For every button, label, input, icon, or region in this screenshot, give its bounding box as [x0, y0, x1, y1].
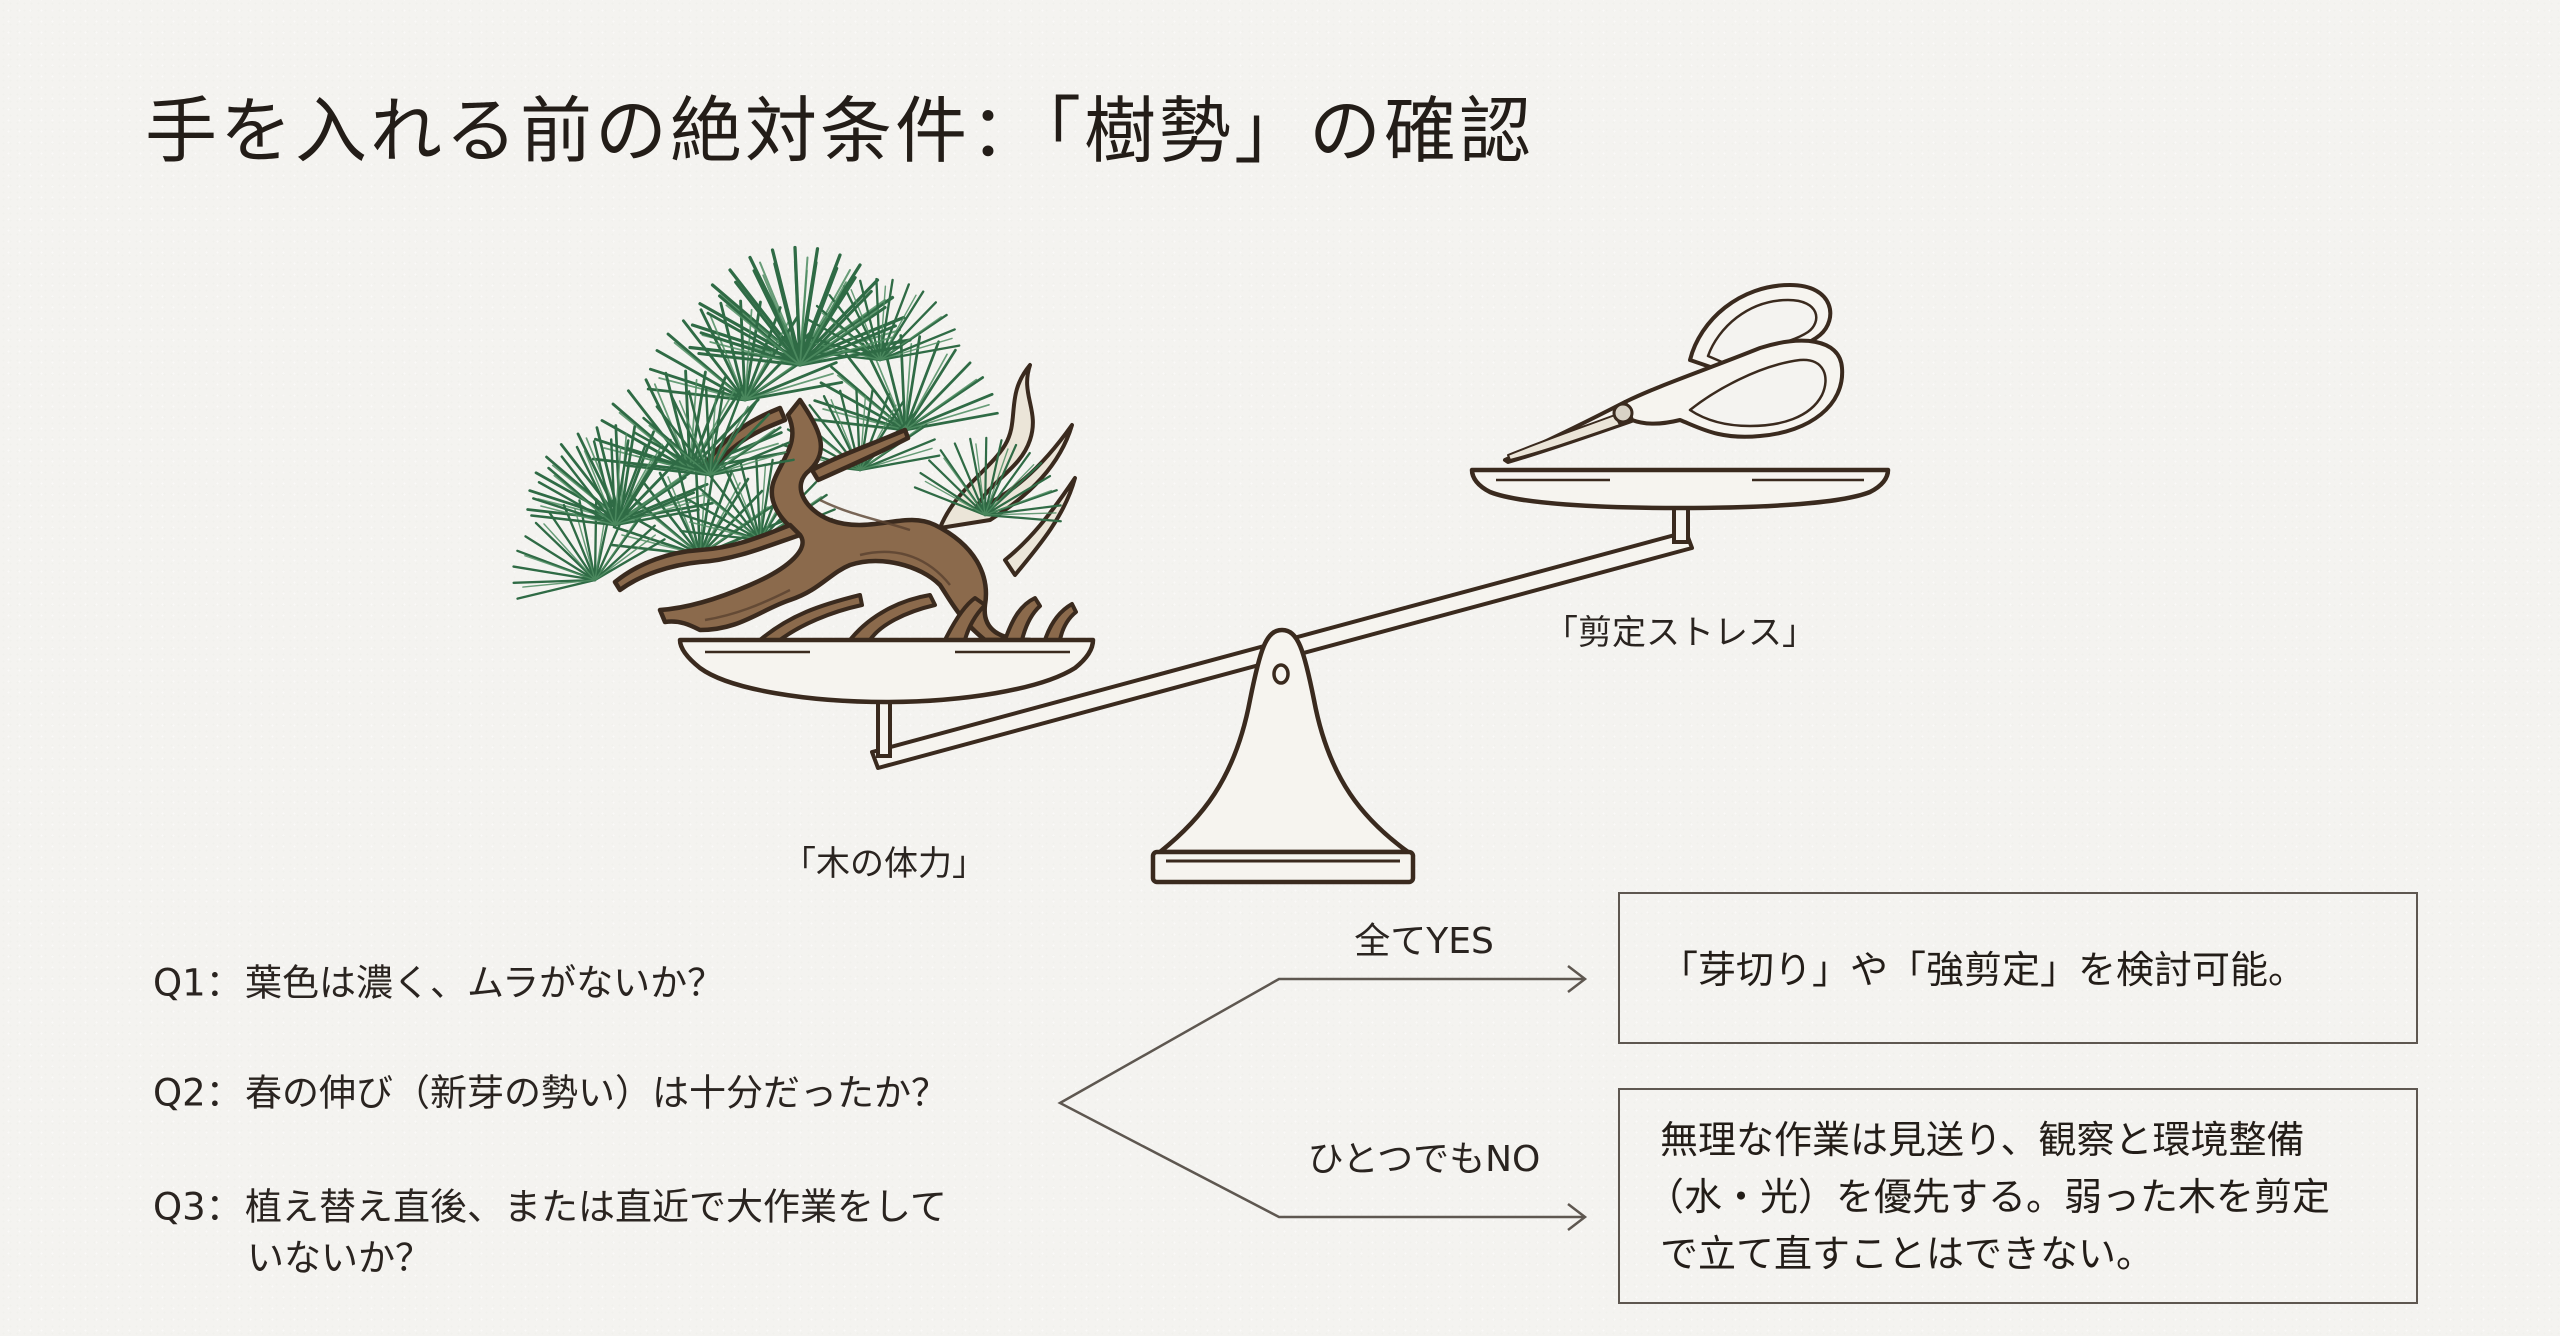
no-result-box: 無理な作業は見送り、観察と環境整備 （水・光）を優先する。弱った木を剪定 で立て… — [1618, 1088, 2418, 1304]
question-q3: Q3：植え替え直後、または直近で大作業をして — [153, 1189, 947, 1226]
all-yes-label: 全てYES — [1354, 921, 1494, 962]
scale-fulcrum — [1150, 627, 1416, 885]
question-id: Q1： — [153, 961, 243, 1005]
question-id: Q2： — [153, 1071, 243, 1115]
left-pan — [677, 637, 1096, 705]
no-result-text: 無理な作業は見送り、観察と環境整備 （水・光）を優先する。弱った木を剪定 で立て… — [1646, 1112, 2386, 1283]
page-title: 手を入れる前の絶対条件：「樹勢」の確認 — [145, 89, 1535, 173]
pruning-stress-label: 「剪定ストレス」 — [1544, 613, 1816, 653]
question-text: 植え替え直後、または直近で大作業をして — [245, 1185, 947, 1229]
question-q3-continuation: いないか？ — [247, 1236, 432, 1280]
yes-result-box: 「芽切り」や「強剪定」を検討可能。 — [1618, 892, 2418, 1044]
question-text: 葉色は濃く、ムラがないか？ — [245, 961, 725, 1005]
right-pan-stem — [1672, 504, 1690, 544]
right-pan — [1469, 467, 1891, 511]
bonsai-pine-tree-icon — [491, 245, 1079, 643]
yes-result-text: 「芽切り」や「強剪定」を検討可能。 — [1660, 948, 2307, 992]
question-id: Q3： — [153, 1185, 243, 1229]
no-result-line: で立て直すことはできない。 — [1660, 1232, 2155, 1276]
question-text: 春の伸び（新芽の勢い）は十分だったか？ — [245, 1071, 948, 1115]
no-result-line: 無理な作業は見送り、観察と環境整備 — [1660, 1118, 2305, 1162]
pruning-scissors-icon — [1503, 283, 1845, 464]
no-result-line: （水・光）を優先する。弱った木を剪定 — [1646, 1175, 2331, 1219]
question-q1: Q1：葉色は濃く、ムラがないか？ — [153, 965, 724, 1002]
question-q2: Q2：春の伸び（新芽の勢い）は十分だったか？ — [153, 1075, 948, 1112]
left-pan-stem — [876, 696, 892, 758]
any-no-label: ひとつでもNO — [1307, 1139, 1541, 1180]
tree-strength-label: 「木の体力」 — [782, 844, 986, 884]
